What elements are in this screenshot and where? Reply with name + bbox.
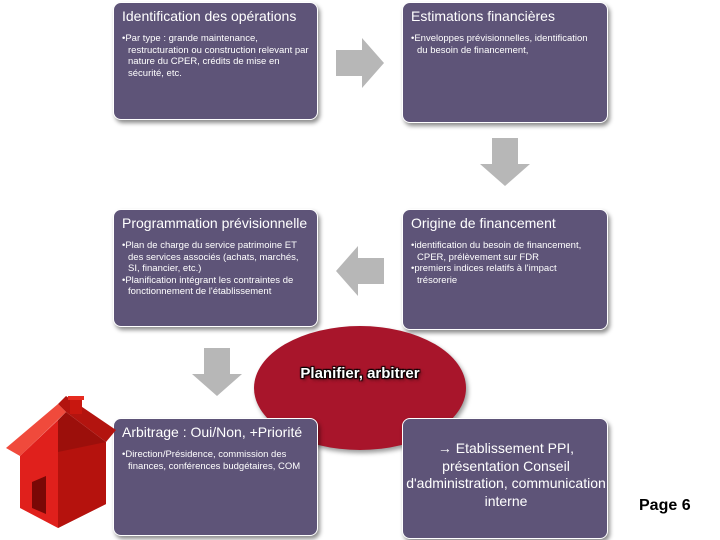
arrow-down-icon	[480, 138, 530, 186]
bullet-item: Enveloppes prévisionnelles, identificati…	[411, 33, 599, 56]
box-identification-title: Identification des opérations	[122, 8, 297, 24]
bullet-item: Planification intégrant les contraintes …	[122, 275, 309, 298]
page-number: Page 6	[639, 497, 691, 514]
center-label: Planifier, arbitrer	[300, 365, 420, 382]
arrow-left-icon	[336, 246, 384, 296]
box-programmation-title: Programmation prévisionnelle	[122, 215, 308, 231]
box-identification: Identification des opérations Par type :…	[113, 2, 318, 120]
box-programmation: Programmation prévisionnelle Plan de cha…	[113, 209, 318, 327]
bullet-item: premiers indices relatifs à l'impact tré…	[411, 263, 599, 286]
box-estimations-title: Estimations financières	[411, 8, 555, 24]
box-estimations-bullets: Enveloppes prévisionnelles, identificati…	[411, 33, 599, 56]
bullet-item: identification du besoin de financement,…	[411, 240, 599, 263]
bullet-item: Par type : grande maintenance, restructu…	[122, 33, 309, 79]
box-origine: Origine de financement identification du…	[402, 209, 608, 330]
box-arbitrage-title: Arbitrage : Oui/Non, +Priorité	[122, 424, 303, 440]
box-arbitrage-bullets: Direction/Présidence, commission des fin…	[122, 449, 309, 472]
box-estimations: Estimations financières Enveloppes prévi…	[402, 2, 608, 123]
box-programmation-bullets: Plan de charge du service patrimoine ET …	[122, 240, 309, 298]
box-identification-bullets: Par type : grande maintenance, restructu…	[122, 33, 309, 79]
box-ppi	[402, 418, 608, 539]
box-arbitrage: Arbitrage : Oui/Non, +Priorité Direction…	[113, 418, 318, 536]
bullet-item: Direction/Présidence, commission des fin…	[122, 449, 309, 472]
box-origine-bullets: identification du besoin de financement,…	[411, 240, 599, 286]
arrow-down-icon	[192, 348, 242, 396]
box-origine-title: Origine de financement	[411, 215, 556, 231]
arrow-right-icon	[336, 38, 384, 88]
house-icon	[6, 396, 116, 528]
ppi-text: → Etablissement PPI, présentation Consei…	[406, 440, 606, 509]
bullet-item: Plan de charge du service patrimoine ET …	[122, 240, 309, 275]
